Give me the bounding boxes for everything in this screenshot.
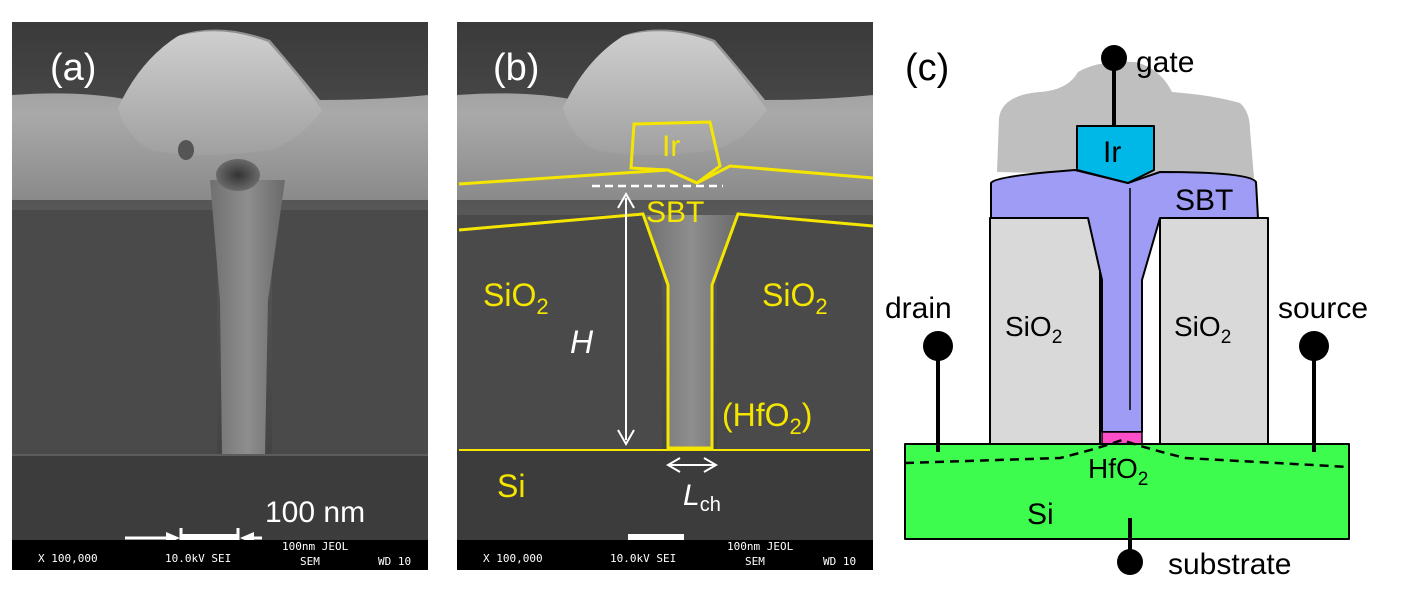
panel-a: (a) 100 nm X 100,000 10.0kV SEI 100nm JE…	[12, 22, 428, 570]
sem-b-footer	[457, 540, 873, 570]
panel-c: (c) gate Ir SBT drain source	[885, 45, 1368, 581]
sio2-left-block	[989, 217, 1101, 445]
sem-b-footer-sem: SEM	[745, 555, 765, 568]
sem-b-footer-scale: 100nm JEOL	[727, 540, 794, 553]
sem-b-footer-mag: X 100,000	[483, 552, 543, 565]
label-h: H	[570, 324, 594, 360]
sem-a-footer-mag: X 100,000	[38, 552, 98, 565]
panel-a-label: (a)	[50, 47, 96, 89]
overlay-sbt-top	[458, 164, 874, 186]
sem-a-left-oxide	[12, 210, 217, 455]
sem-b-footer-kv: 10.0kV SEI	[610, 552, 676, 565]
sem-a-footer-kv: 10.0kV SEI	[165, 552, 231, 565]
sem-a-void-small	[178, 140, 194, 160]
sem-b-substrate	[457, 450, 873, 535]
sem-a-footer-scale: 100nm JEOL	[282, 540, 349, 553]
si-substrate	[904, 443, 1350, 540]
sbt-layer	[990, 169, 1259, 433]
source-terminal	[1299, 331, 1329, 361]
label-ir-b: Ir	[662, 130, 680, 163]
height-arrow	[617, 191, 635, 447]
sio2-right-block	[1159, 217, 1269, 445]
sem-b-overlay	[458, 120, 874, 451]
sem-a-cap	[118, 31, 322, 156]
panel-c-label: (c)	[905, 47, 949, 89]
depletion-boundary	[904, 438, 1350, 469]
panel-b-label: (b)	[493, 47, 539, 89]
label-ir-c: Ir	[1103, 136, 1121, 169]
label-sio2-left-b: SiO2	[483, 277, 549, 319]
label-sio2-right-c: SiO2	[1174, 311, 1231, 348]
scale-bar-b	[628, 534, 684, 542]
sem-a-footer	[12, 540, 428, 570]
label-lch: Lch	[683, 479, 721, 516]
sem-a-footer-sem: SEM	[300, 555, 320, 568]
label-hfo2-b: (HfO2)	[722, 397, 812, 439]
sem-b-footer-wd: WD 10	[823, 555, 856, 568]
label-sio2-right-b: SiO2	[762, 277, 828, 319]
scale-bar-a-label: 100 nm	[265, 496, 365, 529]
sem-a-substrate	[12, 455, 428, 535]
sem-b-cap	[563, 31, 767, 156]
sem-b-right-oxide	[717, 215, 873, 450]
sem-a-footer-wd: WD 10	[378, 555, 411, 568]
label-gate: gate	[1136, 46, 1194, 79]
ir-electrode	[1076, 125, 1155, 184]
label-si-b: Si	[497, 468, 525, 504]
hfo2-layer	[1101, 431, 1143, 445]
label-hfo2-c: HfO2	[1088, 453, 1148, 490]
sem-a-stem	[210, 180, 285, 455]
label-si-c: Si	[1027, 498, 1054, 531]
label-sbt-b: SBT	[646, 196, 704, 229]
label-sbt-c: SBT	[1175, 184, 1233, 217]
label-substrate: substrate	[1168, 548, 1291, 581]
sem-a-right-oxide	[272, 210, 428, 455]
sem-b-left-oxide	[457, 215, 662, 450]
sem-a-void	[216, 159, 260, 191]
overlay-sbt-bottom	[458, 212, 874, 450]
label-drain: drain	[885, 292, 952, 325]
gate-terminal	[1101, 45, 1127, 71]
gate-electrode	[997, 61, 1254, 178]
panel-b: (b) Ir SBT SiO2 SiO2 H (HfO2) Si Lch X 1…	[457, 22, 874, 570]
label-sio2-left-c: SiO2	[1005, 311, 1062, 348]
substrate-terminal	[1117, 549, 1143, 575]
drain-terminal	[923, 331, 953, 361]
channel-length-arrow	[666, 457, 718, 473]
label-source: source	[1278, 292, 1368, 325]
